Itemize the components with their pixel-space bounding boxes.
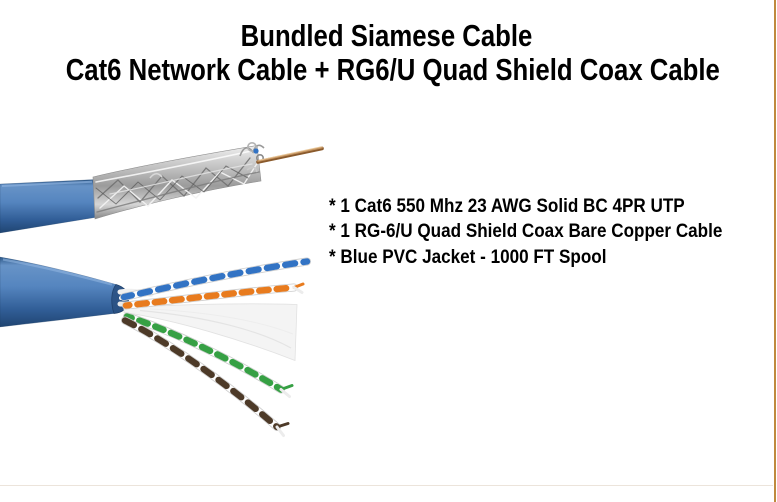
cat6-cable-image (0, 256, 311, 437)
feature-item-cat6: * 1 Cat6 550 Mhz 23 AWG Solid BC 4PR UTP (329, 196, 685, 217)
twisted-pair-orange (122, 282, 305, 310)
coax-dielectric-tip (253, 148, 259, 154)
bottom-divider-line (0, 485, 773, 486)
coax-jacket (0, 179, 110, 234)
coax-cable-image (0, 141, 324, 234)
twisted-pair-brown (121, 316, 290, 437)
title-line-2: Cat6 Network Cable + RG6/U Quad Shield C… (65, 52, 720, 87)
twisted-pair-blue (120, 257, 311, 301)
feature-list: * 1 Cat6 550 Mhz 23 AWG Solid BC 4PR UTP… (329, 194, 766, 270)
cat6-jacket (0, 256, 129, 328)
twisted-pair-green (123, 312, 294, 398)
braid-frayed-strands (149, 141, 265, 179)
coax-braid-shield (92, 145, 262, 220)
braid-texture (95, 149, 260, 213)
coax-copper-conductor (256, 146, 324, 164)
cat6-jacket-highlight (2, 258, 113, 286)
coax-jacket-highlight (1, 180, 93, 187)
feature-item-rg6: * 1 RG-6/U Quad Shield Coax Bare Copper … (329, 221, 723, 243)
pair-separator-spline (123, 303, 298, 362)
cable-photo-illustration (0, 141, 324, 437)
page-right-border (774, 0, 776, 502)
feature-item-jacket: * Blue PVC Jacket - 1000 FT Spool (329, 246, 607, 268)
title-line-1: Bundled Siamese Cable (240, 18, 533, 53)
page-title: Bundled Siamese Cable Cat6 Network Cable… (0, 19, 773, 87)
